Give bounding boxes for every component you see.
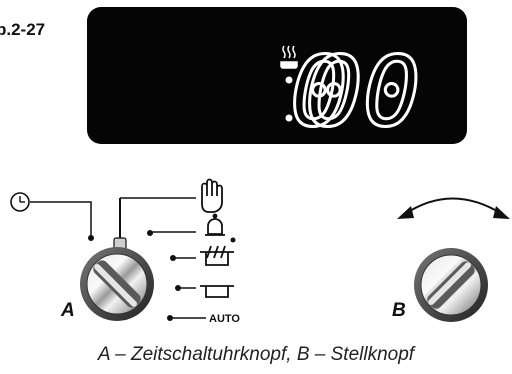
bell-icon <box>205 213 236 243</box>
knob-b[interactable] <box>414 248 488 322</box>
cooking-pot-steam-icon <box>200 245 234 266</box>
knob-a-label: A <box>60 300 75 321</box>
time-readout-right: 00 <box>305 36 421 148</box>
steam-pot-position-dot <box>170 255 176 261</box>
colon-dot-top <box>285 76 293 84</box>
bell-position-dot <box>147 230 153 236</box>
figure-caption: A – Zeitschaltuhrknopf, B – Stellknopf <box>97 344 415 365</box>
colon-dot-bottom <box>285 114 293 122</box>
manual-hand-icon <box>201 178 223 213</box>
timer-display: 0 00 <box>87 7 467 150</box>
knob-a[interactable] <box>80 237 154 321</box>
clock-icon <box>10 192 30 212</box>
steam-cooking-icon <box>280 45 298 69</box>
pot-position-dot <box>175 285 181 291</box>
time-readout-left: 0 <box>290 36 348 148</box>
auto-position-dot <box>167 315 173 321</box>
clock-position-dot <box>88 235 94 241</box>
knob-b-label: B <box>392 300 406 321</box>
auto-label: AUTO <box>209 313 240 325</box>
clock-leader-line <box>30 201 92 236</box>
rotation-arrow <box>397 197 510 219</box>
figure-label: b.2-27 <box>0 20 46 39</box>
cooking-pot-icon <box>200 285 234 298</box>
